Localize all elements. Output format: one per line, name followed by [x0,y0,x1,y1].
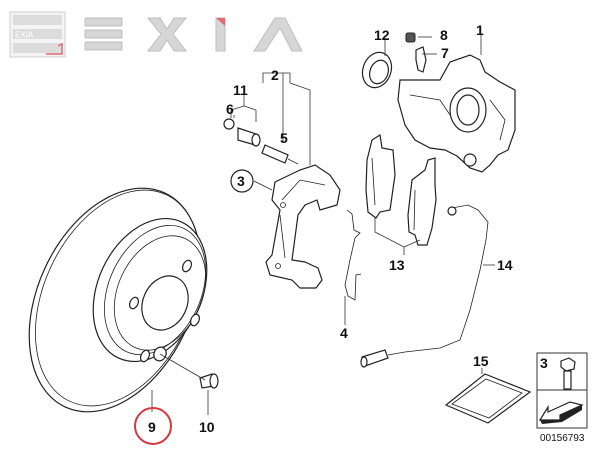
leader-lines [151,35,495,415]
logo-letter-x [146,17,188,52]
brake-disc [28,187,208,413]
callout-12[interactable]: 12 [374,27,390,43]
logo-badge-bar [13,43,62,53]
guide-pin-set [223,118,299,165]
brake-pads [365,134,437,246]
highlight-circle [134,407,172,445]
reference-number: 00156793 [540,433,585,444]
callout-13[interactable]: 13 [389,257,405,273]
callout-3-circle [230,169,254,193]
protective-cap [223,118,235,130]
dust-cap [405,32,416,43]
callout-1[interactable]: 1 [476,22,484,38]
logo-letter-i [215,17,226,52]
retaining-spring [344,209,362,301]
callout-15[interactable]: 15 [473,353,489,369]
callout-3[interactable]: 3 [237,173,245,189]
callout-8[interactable]: 8 [440,27,448,43]
logo-badge-bar [13,29,62,39]
grease-packet [444,373,532,424]
callout-labels: 1 2 3 4 5 6 7 8 9 10 11 12 13 14 15 0015… [134,22,585,445]
callout-7[interactable]: 7 [441,45,449,61]
piston-seal [361,51,393,89]
callout-6[interactable]: 6 [226,101,234,117]
brake-caliper [397,54,516,173]
logo-badge-text: EXIA [15,31,34,40]
callout-14[interactable]: 14 [497,257,513,273]
callout-2[interactable]: 2 [271,67,279,83]
exia-logo: EXIA [9,11,303,58]
disc-screw [159,353,219,389]
legend-label: 3 [540,355,548,371]
bleeder-valve [415,46,427,73]
logo-accent [46,42,63,55]
arrow-icon [538,401,584,424]
logo-badge-bar [13,15,62,25]
legend-box: 3 [536,352,588,429]
callout-10[interactable]: 10 [199,419,215,435]
bolt-icon [560,357,576,390]
logo-letter-e [84,17,123,51]
guide-bolt [261,144,289,164]
logo-letter-a [253,17,303,52]
callout-9[interactable]: 9 [148,419,156,435]
callout-4[interactable]: 4 [340,325,348,341]
caliper-carrier [265,164,341,289]
wear-sensor [360,204,489,368]
callout-11[interactable]: 11 [233,82,248,98]
callout-5[interactable]: 5 [280,130,288,146]
